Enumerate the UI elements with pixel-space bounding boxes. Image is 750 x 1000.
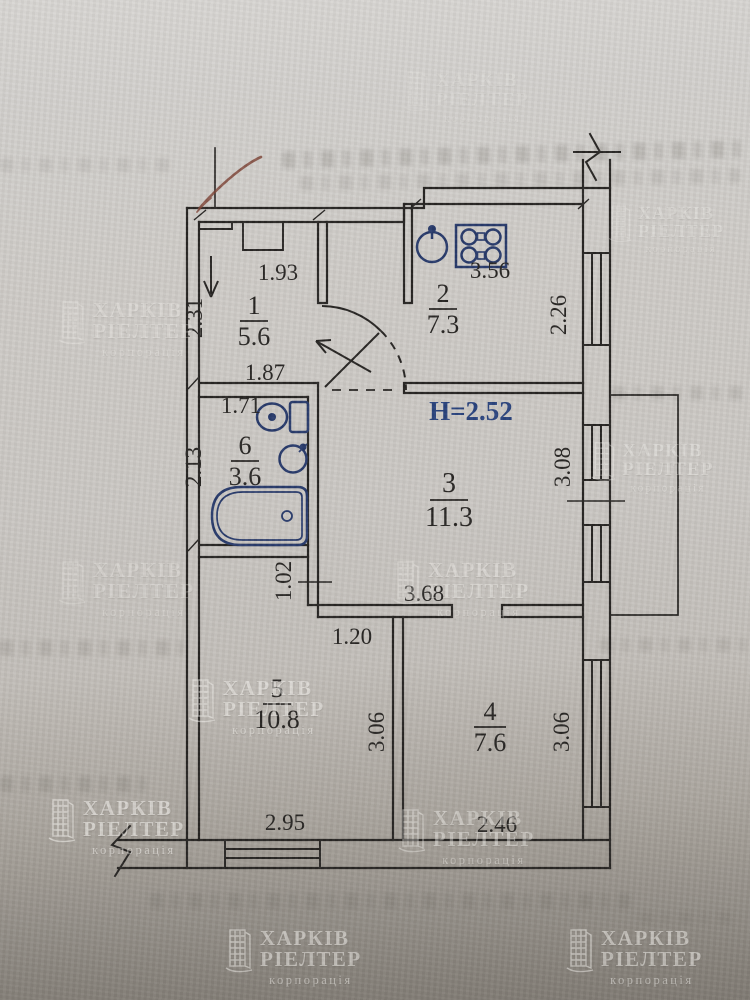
pen-scribble	[196, 155, 263, 213]
room-label-4: 4 7.6	[474, 697, 507, 757]
dim-passage: 1.02	[271, 561, 296, 601]
svg-text:4: 4	[484, 697, 497, 726]
svg-text:7.3: 7.3	[427, 310, 460, 339]
fixtures	[210, 223, 508, 547]
dim-room1-width: 1.93	[258, 260, 298, 285]
dim-kitchen-width: 3.56	[470, 258, 510, 283]
svg-text:11.3: 11.3	[425, 502, 473, 533]
dim-room4-height: 3.06	[549, 712, 574, 752]
room-label-6: 6 3.6	[229, 431, 262, 491]
dimension-ticks	[187, 198, 625, 583]
svg-text:3.6: 3.6	[229, 462, 262, 491]
balcony	[609, 394, 679, 616]
svg-text:3: 3	[442, 468, 456, 499]
ceiling-height-label: H=2.52	[429, 396, 513, 426]
room-label-3: 3 11.3	[425, 468, 473, 533]
dim-room1-height: 2.31	[182, 298, 207, 338]
dim-room5-top: 1.20	[332, 624, 372, 649]
bathtub-icon	[210, 485, 309, 547]
entrance-arrow	[203, 256, 219, 298]
dim-room3-height: 3.08	[550, 447, 575, 487]
walls	[110, 132, 621, 878]
svg-text:5.6: 5.6	[238, 322, 271, 351]
washbasin-icon	[278, 443, 308, 474]
room-label-2: 2 7.3	[427, 279, 460, 339]
dim-room3-width: 3.68	[404, 581, 444, 606]
svg-text:10.8: 10.8	[254, 705, 300, 734]
dim-room5-width: 2.95	[265, 810, 305, 835]
door-swing	[315, 305, 407, 391]
windows	[224, 252, 610, 868]
dim-room1-bottom: 1.87	[245, 360, 285, 385]
svg-text:5: 5	[271, 674, 284, 703]
dim-bath-width: 1.71	[221, 393, 261, 418]
svg-text:7.6: 7.6	[474, 728, 507, 757]
dimension-labels: 1.93 2.31 1.87 1.71 2.13 1.02 3.56 2.26 …	[181, 258, 575, 837]
room-label-1: 1 5.6	[238, 291, 271, 351]
dim-room5-height: 3.06	[364, 712, 389, 752]
dim-room4-width: 2.46	[477, 812, 517, 837]
toilet-icon	[255, 400, 310, 434]
dim-kitchen-height: 2.26	[546, 295, 571, 335]
stove-icon	[454, 223, 508, 269]
svg-text:2: 2	[437, 279, 450, 308]
dim-bath-height: 2.13	[181, 447, 206, 487]
svg-text:1: 1	[248, 291, 261, 320]
room-label-5: 5 10.8	[254, 674, 300, 734]
kitchen-sink-icon	[415, 225, 449, 264]
svg-text:6: 6	[239, 431, 252, 460]
room-labels: 1 5.6 6 3.6 2 7.3 3 11.3 5	[229, 279, 507, 757]
